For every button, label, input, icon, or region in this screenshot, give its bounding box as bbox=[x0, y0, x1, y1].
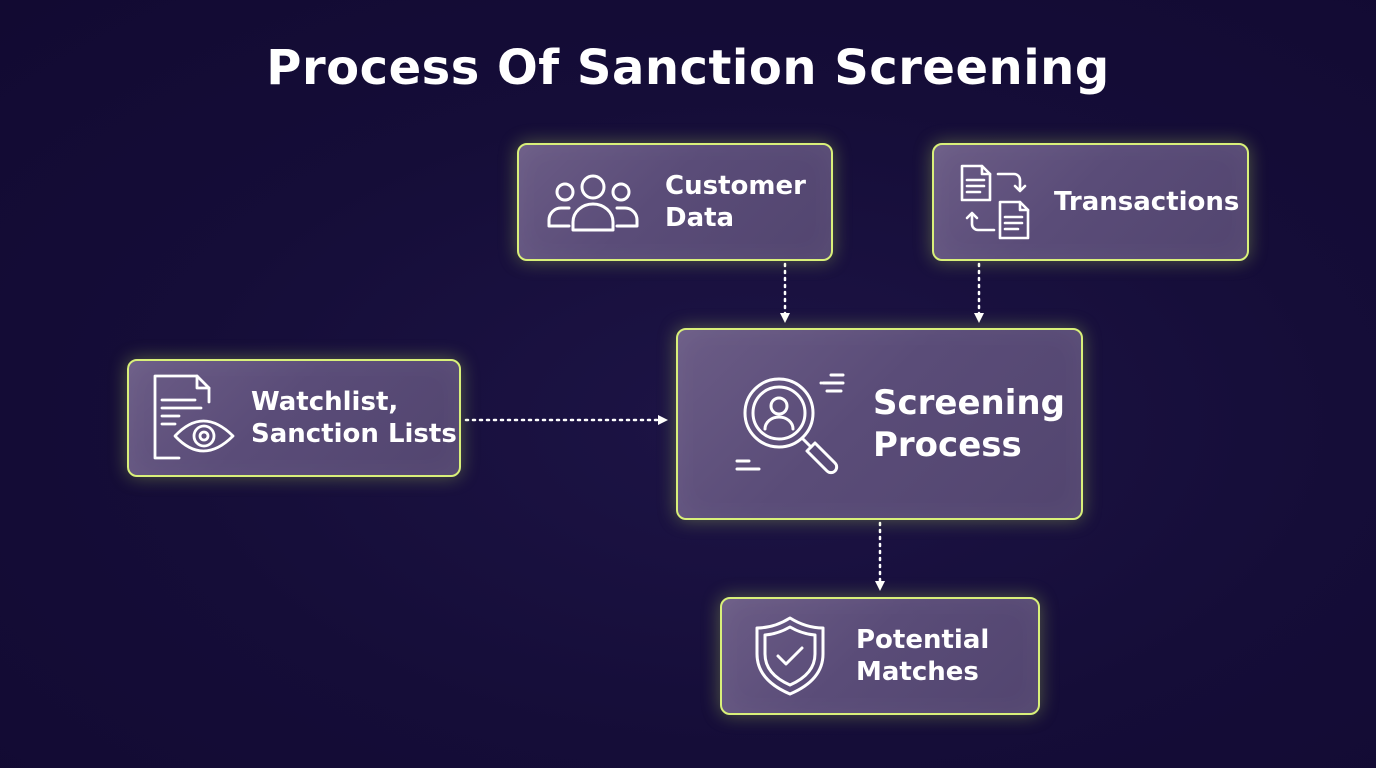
node-screening-process: Screening Process bbox=[676, 328, 1083, 520]
magnifier-person-icon bbox=[733, 369, 853, 479]
document-eye-icon bbox=[149, 372, 239, 464]
node-transactions: Transactions bbox=[932, 143, 1249, 261]
node-label: Transactions bbox=[1054, 186, 1240, 217]
diagram-title: Process Of Sanction Screening bbox=[266, 40, 1110, 96]
node-label: Potential Matches bbox=[856, 624, 990, 688]
node-watchlist: Watchlist, Sanction Lists bbox=[127, 359, 461, 477]
users-group-icon bbox=[543, 170, 643, 234]
node-label: Screening Process bbox=[873, 382, 1065, 466]
node-label: Watchlist, Sanction Lists bbox=[251, 386, 457, 450]
node-potential-matches: Potential Matches bbox=[720, 597, 1040, 715]
node-customer-data: Customer Data bbox=[517, 143, 833, 261]
document-exchange-icon bbox=[956, 162, 1036, 242]
node-label: Customer Data bbox=[665, 170, 806, 234]
shield-check-icon bbox=[750, 614, 830, 698]
